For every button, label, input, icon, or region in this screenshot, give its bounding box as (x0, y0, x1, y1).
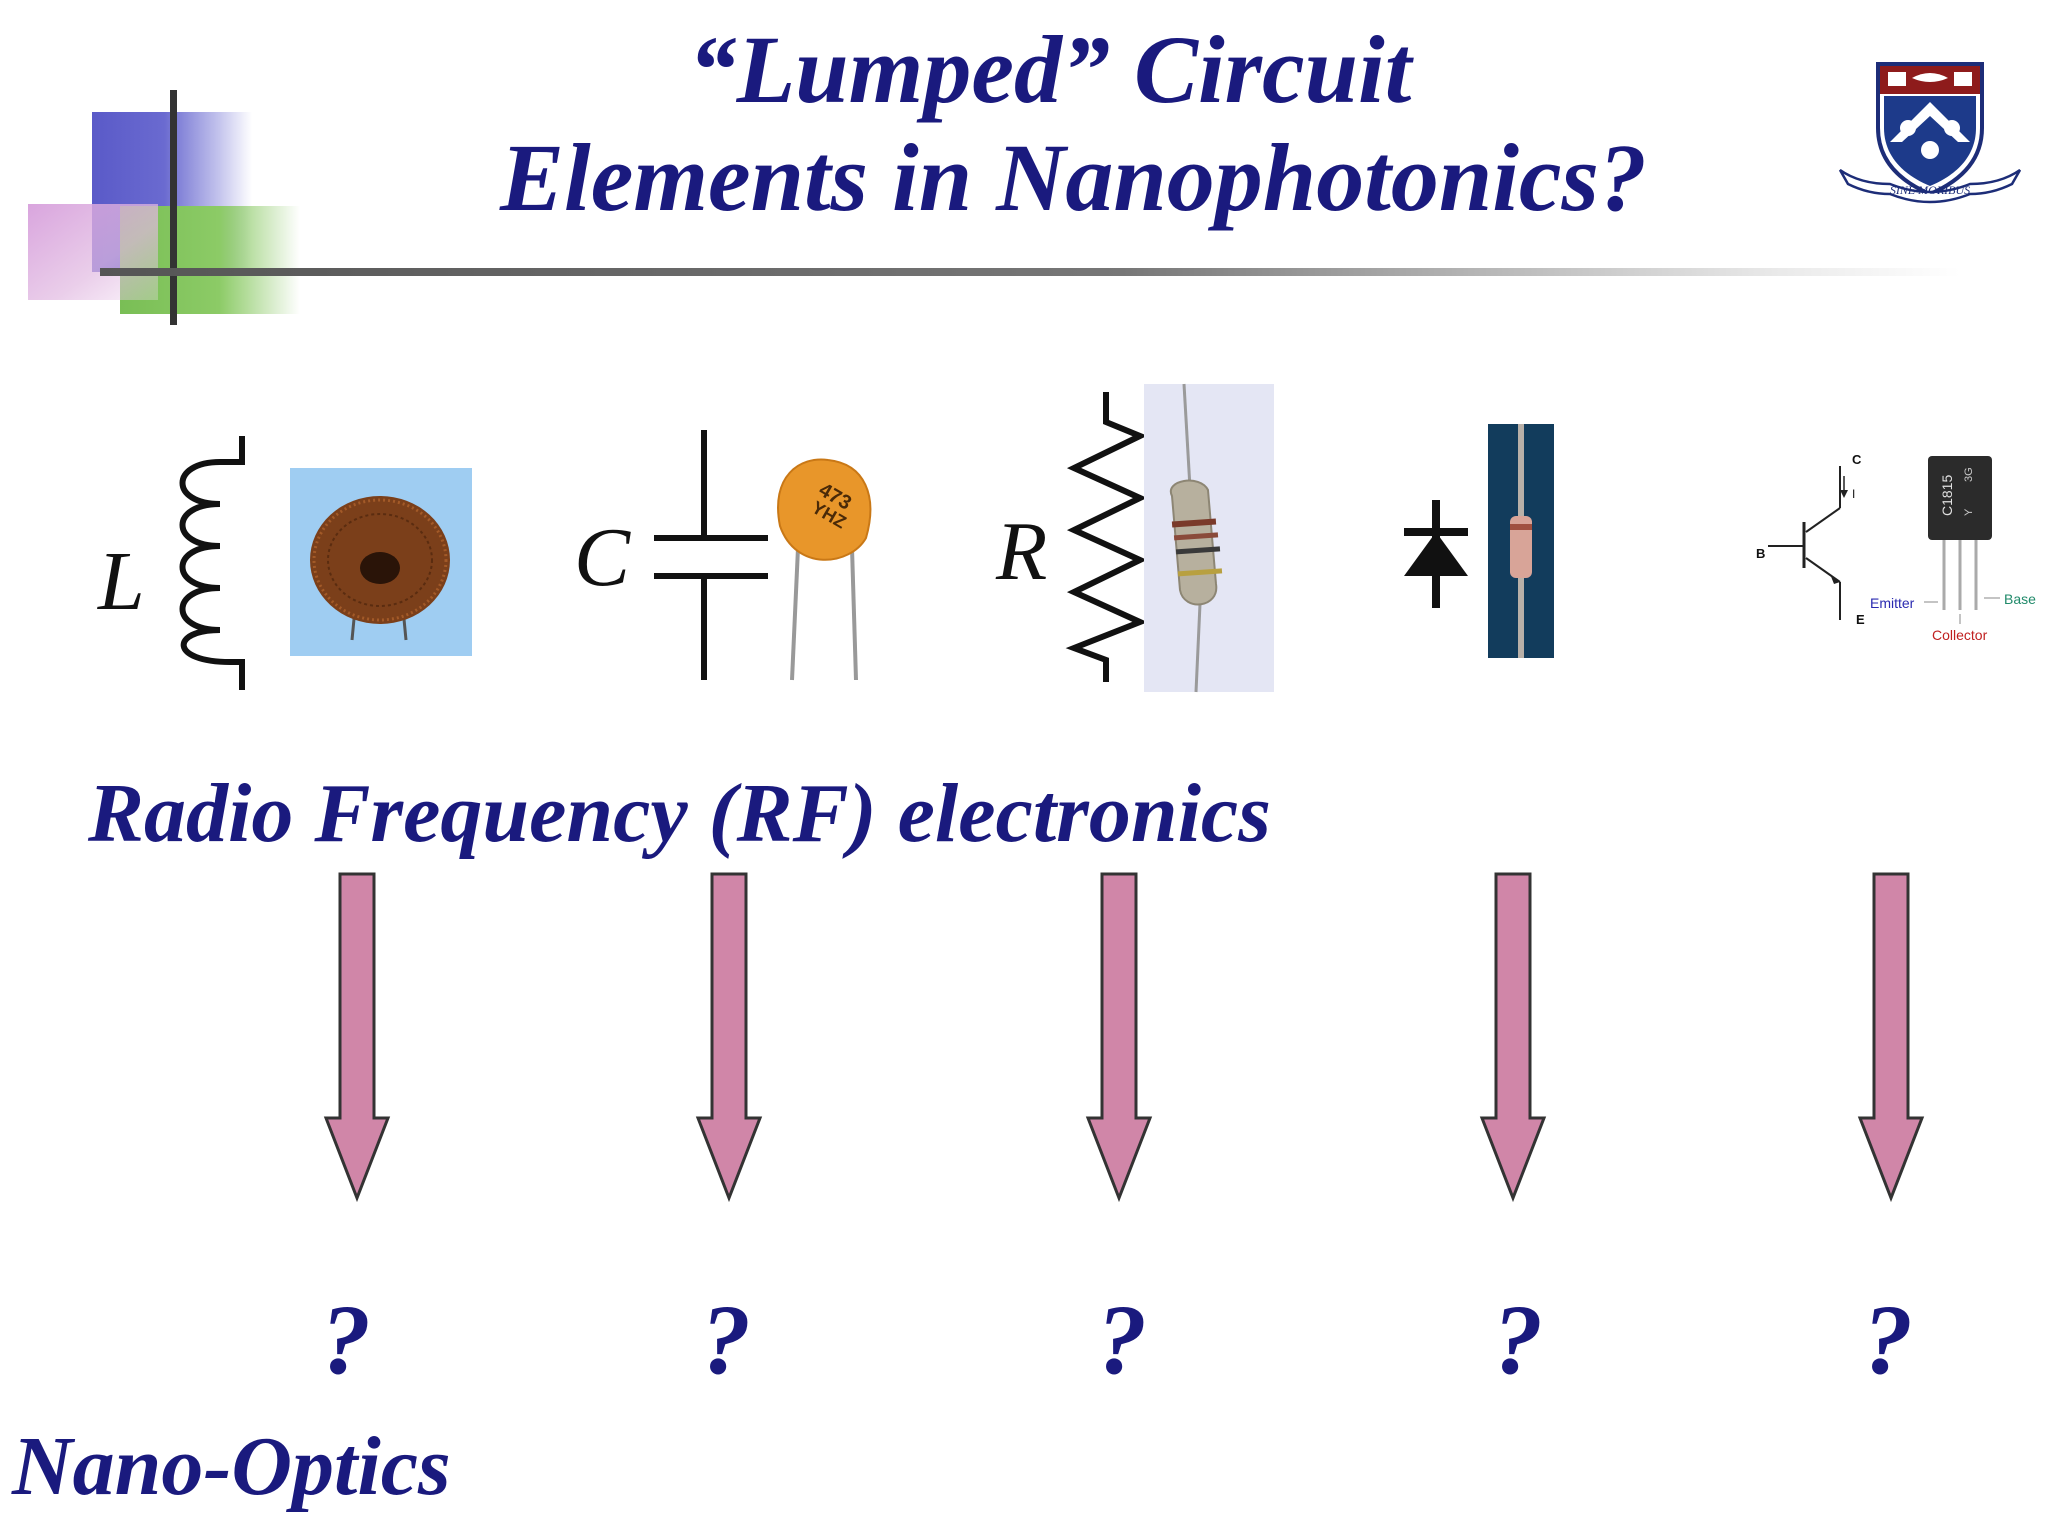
transistor-base-label: Base (2004, 591, 2036, 607)
title-rule (100, 268, 1960, 276)
decor-pink-square (28, 204, 158, 300)
transistor-symbol: C I B E (1756, 452, 1865, 627)
down-arrow-3 (1085, 872, 1153, 1203)
transistor-pin-c: C (1852, 452, 1862, 467)
down-arrow-1 (323, 872, 391, 1203)
transistor-marking-3g: 3G (1963, 467, 1975, 482)
question-mark-2: ? (701, 1284, 751, 1395)
down-arrow-5 (1857, 872, 1925, 1203)
question-mark-4: ? (1493, 1284, 1543, 1395)
transistor-emitter-label: Emitter (1870, 595, 1915, 611)
diode-symbol (1404, 500, 1468, 608)
down-arrow-2 (695, 872, 763, 1203)
transistor-pin-b: B (1756, 546, 1765, 561)
question-mark-1: ? (321, 1284, 371, 1395)
question-mark-5: ? (1863, 1284, 1913, 1395)
transistor-current-label: I (1852, 487, 1855, 501)
inductor-symbol (179, 436, 245, 690)
diode-photo (1488, 424, 1554, 658)
resistor-letter: R (996, 505, 1048, 598)
university-shield-logo: SINE MORIBUS (1838, 62, 2022, 204)
question-mark-3: ? (1097, 1284, 1147, 1395)
transistor-part-number: C1815 (1939, 475, 1955, 516)
transistor-photo: C1815 Y 3G Emitter Base Collector (1870, 456, 2036, 643)
capacitor-letter: C (574, 511, 631, 604)
resistor-symbol (1065, 392, 1148, 682)
decor-vertical-line (170, 90, 177, 325)
transistor-marking-y: Y (1963, 508, 1975, 516)
transistor-pin-e: E (1856, 612, 1865, 627)
capacitor-symbol (654, 430, 768, 680)
nano-optics-label: Nano-Optics (12, 1420, 451, 1513)
inductor-photo (290, 468, 472, 656)
logo-motto: SINE MORIBUS (1890, 183, 1970, 197)
slide-title-line2: Elements in Nanophotonics? (500, 124, 1647, 231)
slide-title-line1: “Lumped” Circuit (688, 16, 1412, 123)
inductor-letter: L (98, 535, 145, 628)
resistor-photo (1144, 383, 1274, 693)
transistor-collector-label: Collector (1932, 627, 1988, 643)
capacitor-photo: 473 YHZ (777, 458, 872, 681)
down-arrow-4 (1479, 872, 1547, 1203)
rf-electronics-heading: Radio Frequency (RF) electronics (88, 767, 1271, 860)
